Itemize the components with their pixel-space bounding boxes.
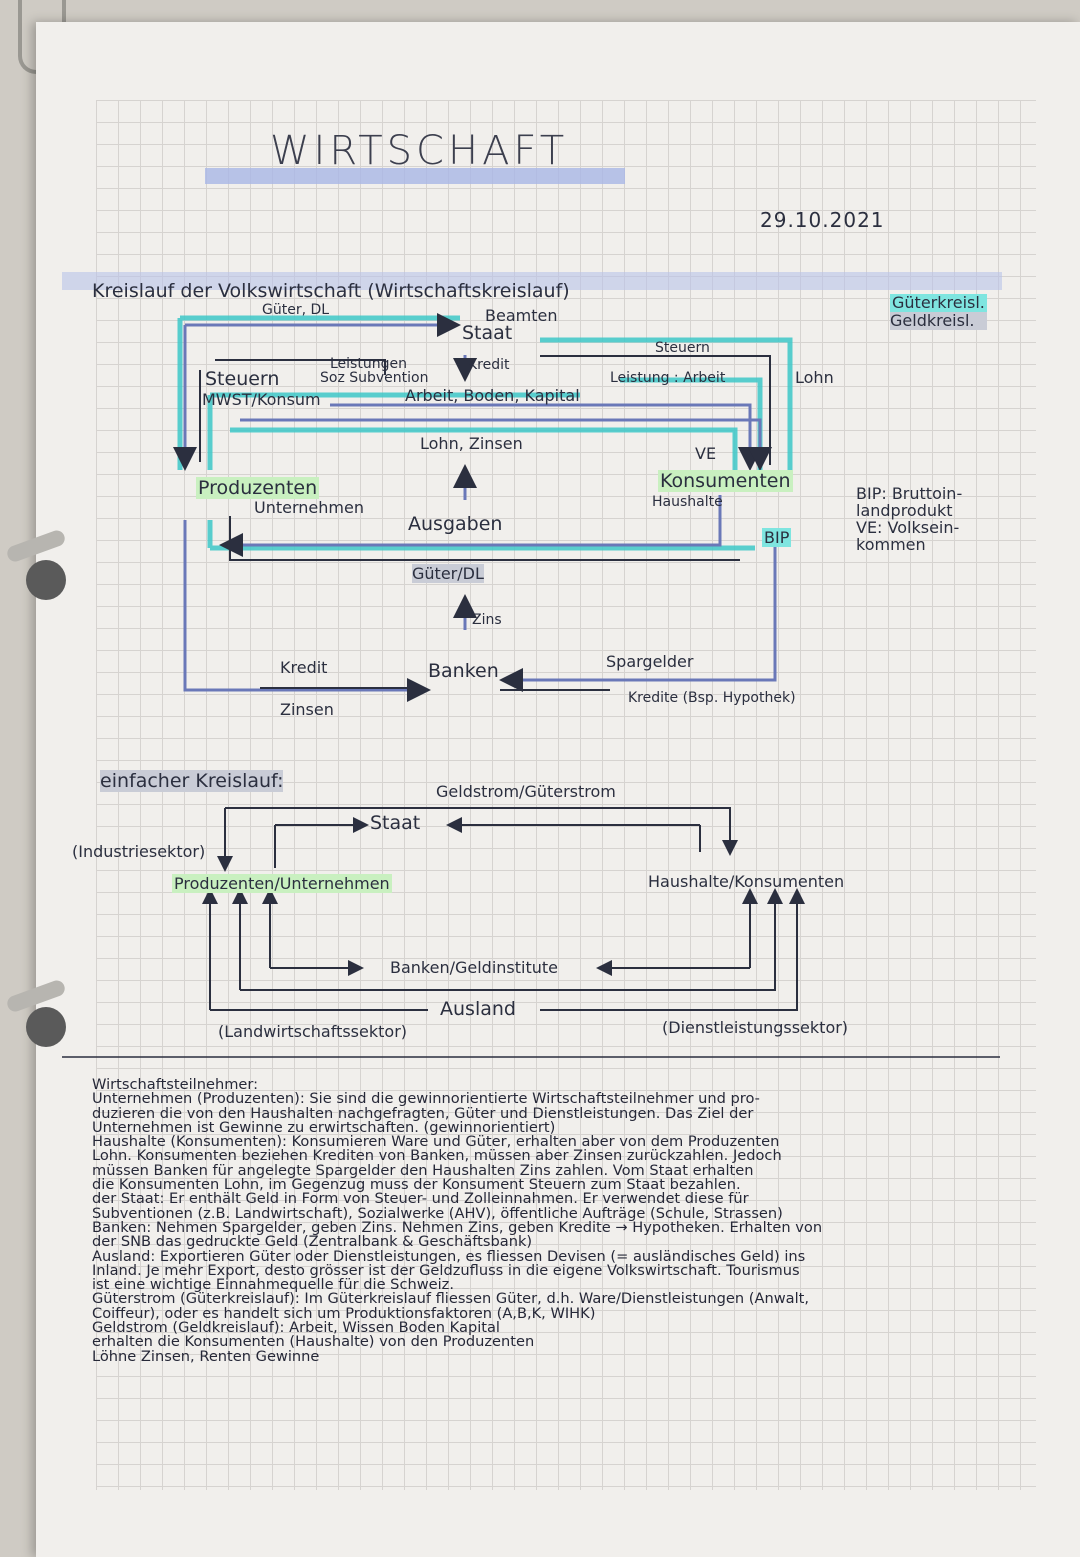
label-kredit-top: Kredit [468,357,510,373]
label-haushalte: Haushalte [652,494,723,510]
grid-paper [96,100,1036,1490]
page-title: WIRTSCHAFT [270,128,569,174]
text-line: Lohn. Konsumenten beziehen Krediten von … [92,1147,782,1165]
text-line: Löhne Zinsen, Renten Gewinne [92,1347,320,1365]
node-staat: Staat [462,322,513,344]
label-gueter-dl: Güter, DL [262,302,330,318]
label-spargelder: Spargelder [606,652,694,671]
label-leistung-arbeit: Leistung : Arbeit [610,370,726,386]
label-lohn: Lohn [795,368,834,387]
label-mwst: MWST/Konsum [202,390,321,409]
label-steuern-right: Steuern [655,340,710,356]
text-line: Banken: Nehmen Spargelder, geben Zins. N… [92,1218,823,1236]
text-line: Inland. Je mehr Export, desto grösser is… [92,1261,800,1279]
explanation-text: Wirtschaftsteilnehmer: Unternehmen (Prod… [92,1076,1002,1365]
note-line: landprodukt [856,501,953,520]
label-gueter-dl2: Güter/DL [412,564,484,583]
diagram1-heading: Kreislauf der Volkswirtschaft (Wirtschaf… [92,280,570,302]
text-line: Wirtschaftsteilnehmer: [92,1076,259,1093]
text-line: der Staat: Er enthält Geld in Form von S… [92,1190,749,1208]
label-industriesektor: (Industriesektor) [72,842,206,861]
label-dienstleistung: (Dienstleistungssektor) [662,1018,849,1037]
text-line: müssen Banken für angelegte Spargelder d… [92,1161,754,1179]
text-line: ist eine wichtige Einnahmequelle für die… [92,1276,454,1294]
label-kredite-hypothek: Kredite (Bsp. Hypothek) [628,690,796,706]
abbreviation-notes: BIP: Bruttoin- landprodukt VE: Volksein-… [856,485,962,553]
date: 29.10.2021 [760,208,885,232]
text-line: Unternehmen ist Gewinne zu erwirtschafte… [92,1118,556,1136]
node-konsumenten: Konsumenten [658,470,793,492]
label-steuern-left: Steuern [205,368,280,390]
label-lohn-zinsen: Lohn, Zinsen [420,434,523,453]
label-ve: VE [695,444,717,463]
diagram2-heading: einfacher Kreislauf: [100,770,284,792]
label-bip: BIP [762,528,792,547]
text-line: Ausland: Exportieren Güter oder Dienstle… [92,1247,806,1265]
label-zinsen: Zinsen [280,700,334,719]
label-ausgaben: Ausgaben [408,513,503,535]
label-leistungen: Leistungen [330,356,407,372]
label-kredit-bottom: Kredit [280,658,328,677]
text-line: die Konsumenten Lohn, im Gegenzug muss d… [92,1176,741,1194]
node2-ausland: Ausland [440,998,516,1020]
legend: Güterkreisl. Geldkreisl. [890,294,987,330]
label-unternehmen: Unternehmen [254,498,364,517]
text-line: der SNB das gedruckte Geld (Zentralbank … [92,1233,533,1251]
text-line: Geldstrom (Geldkreislauf): Arbeit, Wisse… [92,1319,500,1337]
label-landwirtschaft: (Landwirtschaftssektor) [218,1022,408,1041]
diagram2-subtitle: Geldstrom/Güterstrom [436,782,616,801]
note-line: BIP: Bruttoin- [856,484,963,503]
node2-banken: Banken/Geldinstitute [390,958,559,977]
binder-hole [26,1007,66,1047]
legend-goods: Güterkreisl. [890,293,987,312]
node2-staat: Staat [370,812,421,834]
node2-produzenten: Produzenten/Unternehmen [172,874,392,893]
node-produzenten: Produzenten [196,477,320,499]
text-line: Subventionen (z.B. Landwirtschaft), Sozi… [92,1204,783,1222]
label-soz-subvention: Soz Subvention [320,370,429,386]
text-line: Coiffeur), oder es handelt sich um Produ… [92,1304,596,1322]
text-line: duzieren die von den Haushalten nachgefr… [92,1104,754,1122]
binder-hole [26,560,66,600]
text-line: Güterstrom (Güterkreislauf): Im Güterkre… [92,1290,809,1308]
label-arbeit-boden: Arbeit, Boden, Kapital [405,386,580,405]
text-line: Unternehmen (Produzenten): Sie sind die … [92,1090,760,1108]
text-line: Haushalte (Konsumenten): Konsumieren War… [92,1133,780,1151]
label-beamten: Beamten [485,306,558,325]
text-line: erhalten die Konsumenten (Haushalte) von… [92,1333,535,1351]
label-zins: Zins [472,612,502,628]
node2-haushalte: Haushalte/Konsumenten [648,872,845,891]
node-banken: Banken [428,660,499,682]
note-line: VE: Volksein- [856,518,960,537]
note-line: kommen [856,535,926,554]
legend-money: Geldkreisl. [890,312,987,330]
